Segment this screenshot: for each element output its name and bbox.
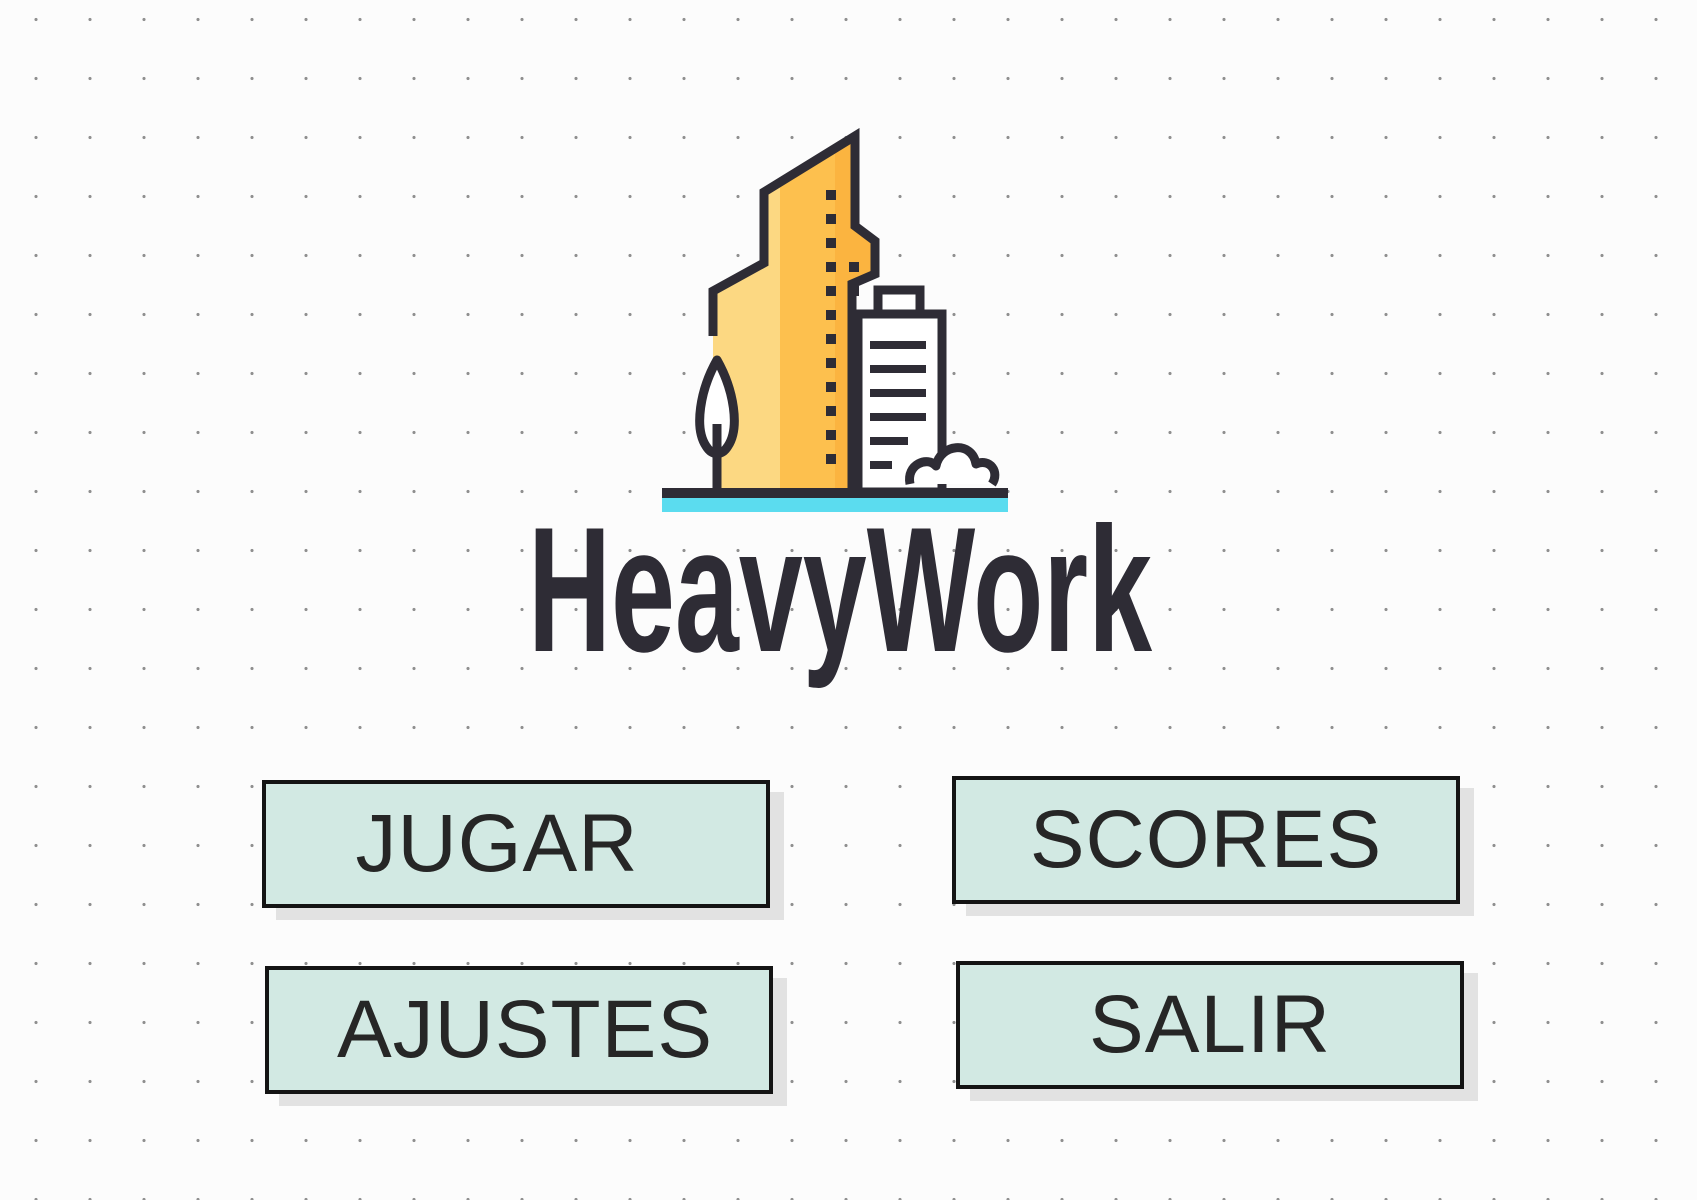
exit-button[interactable]: SALIR xyxy=(956,961,1464,1089)
brand-name: HeavyWork xyxy=(528,500,1153,689)
settings-button[interactable]: AJUSTES xyxy=(265,966,773,1094)
exit-button-label: SALIR xyxy=(1089,979,1331,1070)
play-button-label: JUGAR xyxy=(355,798,639,889)
play-button[interactable]: JUGAR xyxy=(262,780,770,908)
settings-button-label: AJUSTES xyxy=(336,984,714,1075)
scores-button[interactable]: SCORES xyxy=(952,776,1460,904)
scores-button-label: SCORES xyxy=(1029,794,1383,885)
buildings-logo-icon xyxy=(662,128,1008,512)
brand-name-text: HeavyWork xyxy=(528,500,1153,689)
